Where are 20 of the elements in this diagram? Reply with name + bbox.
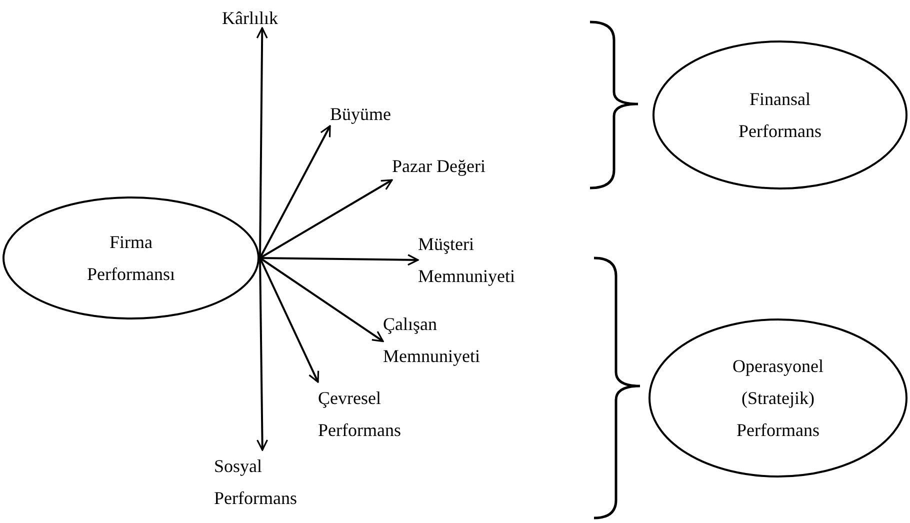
arrow bbox=[259, 258, 320, 383]
dimension-label: Sosyal Performans bbox=[214, 455, 298, 510]
arrow bbox=[260, 179, 393, 259]
arrow bbox=[256, 27, 268, 258]
node-text: Operasyonel (Stratejik) Performans bbox=[732, 355, 824, 442]
ellipse-node bbox=[2, 196, 260, 320]
arrow bbox=[259, 125, 331, 258]
dimension-label: Büyüme bbox=[330, 103, 392, 126]
node-text: Finansal Performans bbox=[738, 88, 822, 143]
arrow bbox=[259, 257, 384, 342]
ellipse-node bbox=[648, 318, 908, 478]
node-text: Firma Performansı bbox=[86, 231, 176, 286]
ellipse-node bbox=[652, 40, 908, 190]
dimension-label: Pazar Değeri bbox=[392, 155, 486, 178]
arrow bbox=[256, 258, 268, 451]
dimension-label: Müşteri Memnuniyeti bbox=[418, 233, 516, 288]
dimension-label: Çevresel Performans bbox=[318, 387, 402, 442]
dimension-label: Çalışan Memnuniyeti bbox=[383, 313, 481, 368]
arrow bbox=[260, 254, 419, 266]
dimension-label: Kârlılık bbox=[222, 7, 279, 30]
